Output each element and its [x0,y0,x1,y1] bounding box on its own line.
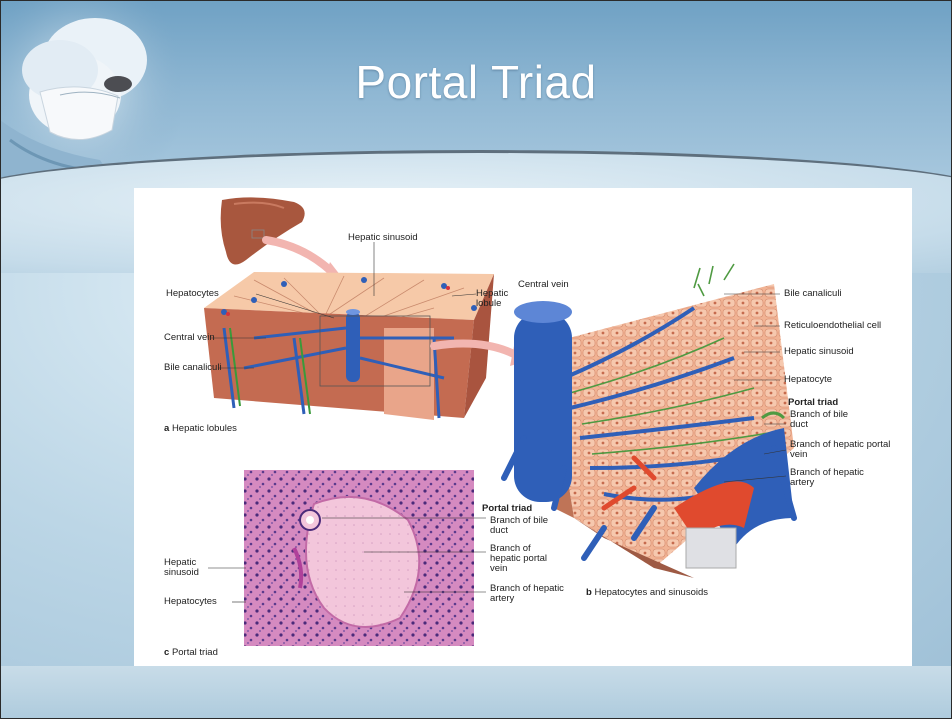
caption-a: a Hepatic lobules [164,424,237,434]
caption-c-letter: c [164,647,169,658]
caption-a-letter: a [164,423,169,434]
label-b-bile-canaliculi: Bile canaliculi [784,289,842,299]
label-b-branch-hepatic-artery: Branch of hepatic artery [790,468,890,488]
label-a-bile-canaliculi: Bile canaliculi [164,363,222,373]
label-a-hepatic-lobule: Hepatic lobule [476,289,516,309]
caption-b-letter: b [586,587,592,598]
label-c-branch-hepatic-artery: Branch of hepatic artery [490,584,570,604]
label-c-portal-triad: Portal triad [482,504,532,514]
label-a-hepatic-sinusoid: Hepatic sinusoid [348,233,418,243]
liver-anatomy-figure: Hepatic sinusoid Hepatocytes Hepatic lob… [134,188,912,666]
slide-title: Portal Triad [0,55,952,109]
caption-c-text: Portal triad [172,647,218,658]
label-b-reticuloendothelial-cell: Reticuloendothelial cell [784,321,884,331]
label-a-hepatocytes: Hepatocytes [166,289,219,299]
caption-a-text: Hepatic lobules [172,423,237,434]
label-b-branch-portal-vein: Branch of hepatic portal vein [790,440,900,460]
label-b-hepatocyte: Hepatocyte [784,375,832,385]
label-b-hepatic-sinusoid: Hepatic sinusoid [784,347,854,357]
label-b-portal-triad: Portal triad [788,398,838,408]
label-c-hepatocytes: Hepatocytes [164,597,217,607]
label-c-branch-portal-vein: Branch of hepatic portal vein [490,544,550,574]
label-c-hepatic-sinusoid: Hepatic sinusoid [164,558,208,578]
label-a-central-vein: Central vein [164,333,215,343]
label-b-branch-bile-duct: Branch of bile duct [790,410,860,430]
bottom-background [0,666,952,719]
caption-b: b Hepatocytes and sinusoids [586,588,708,598]
caption-c: c Portal triad [164,648,218,658]
label-b-central-vein: Central vein [518,280,569,290]
caption-b-text: Hepatocytes and sinusoids [594,587,708,598]
label-c-branch-bile-duct: Branch of bile duct [490,516,550,536]
